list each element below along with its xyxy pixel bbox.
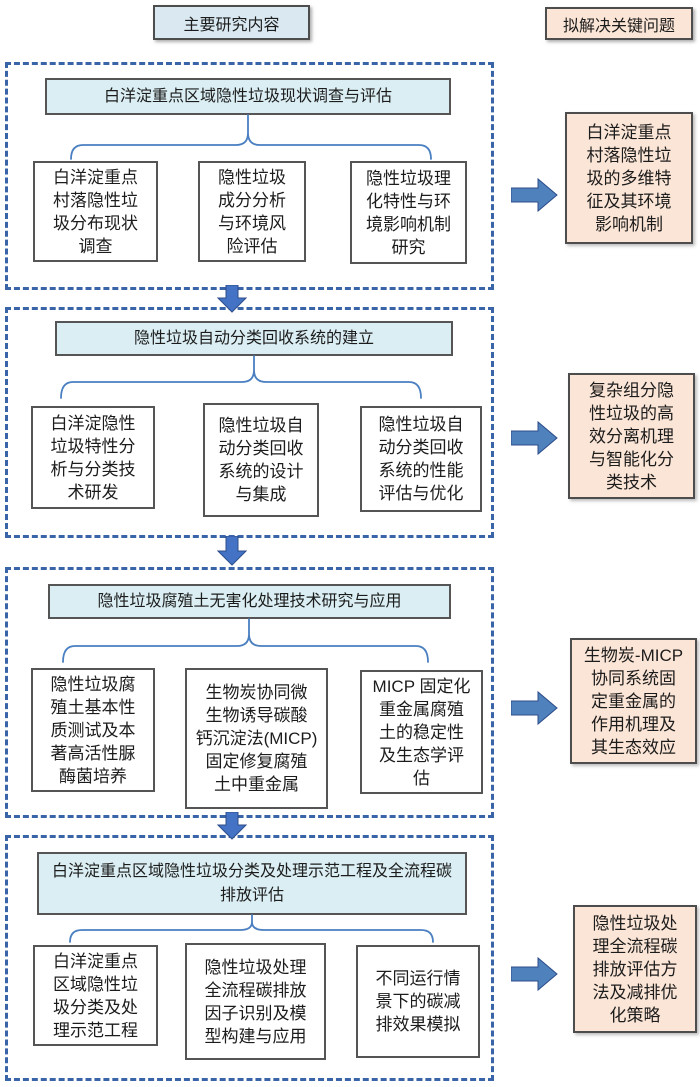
research-item: 白洋淀重点 村落隐性垃 圾分布现状 调查: [33, 161, 158, 262]
right-arrow-icon: [511, 956, 558, 992]
right-arrow-icon: [511, 177, 558, 213]
research-item: 隐性垃圾 成分分析 与环境风 险评估: [198, 161, 306, 262]
down-arrow-icon: [217, 536, 247, 566]
section-1-title: 白洋淀重点区域隐性垃圾现状调查与评估: [45, 78, 451, 115]
section-panel-3: 隐性垃圾腐殖土无害化处理技术研究与应用 隐性垃圾腐 殖土基本性 质测试及本 著高…: [5, 567, 494, 818]
research-item: 隐性垃圾理 化特性与环 境影响机制 研究: [350, 161, 467, 264]
section-3-title: 隐性垃圾腐殖土无害化处理技术研究与应用: [48, 584, 451, 619]
key-problem-box: 白洋淀重点 村落隐性垃 圾的多维特 征及其环境 影响机制: [565, 112, 693, 244]
key-problem-box: 复杂组分隐 性垃圾的高 效分离机理 与智能化分 类技术: [568, 373, 695, 499]
section-2-title: 隐性垃圾自动分类回收系统的建立: [55, 321, 453, 356]
section-panel-1: 白洋淀重点区域隐性垃圾现状调查与评估 白洋淀重点 村落隐性垃 圾分布现状 调查 …: [5, 62, 494, 290]
research-item: 隐性垃圾自 动分类回收 系统的设计 与集成: [203, 403, 319, 517]
main-content-header: 主要研究内容: [153, 5, 310, 40]
research-item: MICP 固定化 重金属腐殖 土的稳定性 及生态学评 估: [360, 670, 483, 794]
research-item: 隐性垃圾自 动分类回收 系统的性能 评估与优化: [360, 406, 482, 512]
research-item: 生物炭协同微 生物诱导碳酸 钙沉淀法(MICP) 固定修复腐殖 土中重金属: [185, 668, 328, 809]
key-problems-header: 拟解决关键问题: [545, 7, 693, 40]
right-arrow-icon: [511, 690, 558, 726]
down-arrow-icon: [217, 285, 247, 313]
research-item: 白洋淀隐性 垃圾特性分 析与分类技 术研发: [31, 406, 155, 509]
section-4-title: 白洋淀重点区域隐性垃圾分类及处理示范工程及全流程碳 排放评估: [37, 852, 467, 915]
research-item: 隐性垃圾腐 殖土基本性 质测试及本 著高活性脲 酶菌培养: [31, 668, 155, 792]
research-item: 白洋淀重点 区域隐性垃 圾分类及处 理示范工程: [33, 945, 158, 1046]
key-problem-box: 生物炭-MICP 协同系统固 定重金属的 作用机理及 其生态效应: [570, 638, 697, 764]
research-item: 隐性垃圾处理 全流程碳排放 因子识别及模 型构建与应用: [185, 943, 326, 1060]
section-panel-4: 白洋淀重点区域隐性垃圾分类及处理示范工程及全流程碳 排放评估 白洋淀重点 区域隐…: [5, 835, 494, 1081]
section-panel-2: 隐性垃圾自动分类回收系统的建立 白洋淀隐性 垃圾特性分 析与分类技 术研发 隐性…: [5, 307, 494, 538]
key-problem-box: 隐性垃圾处 理全流程碳 排放评估方 法及减排优 化策略: [573, 905, 697, 1033]
down-arrow-icon: [217, 812, 247, 840]
right-arrow-icon: [511, 420, 558, 456]
research-item: 不同运行情 景下的碳减 排效果模拟: [356, 945, 480, 1058]
